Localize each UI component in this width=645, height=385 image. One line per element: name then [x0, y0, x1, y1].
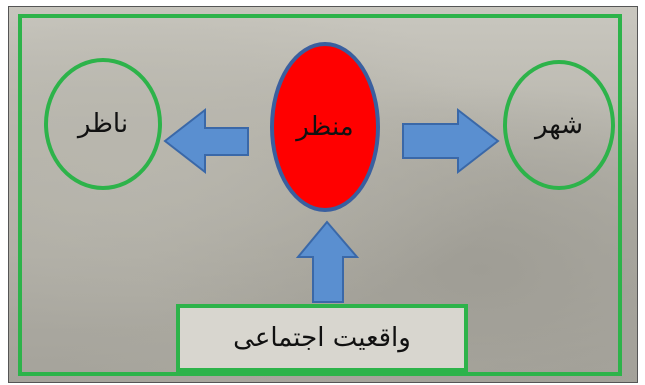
node-right: شهر [503, 60, 615, 190]
arrow-right [402, 107, 500, 175]
arrow-up [295, 220, 360, 303]
node-left-label: ناظر [77, 109, 129, 139]
node-center: منظر [270, 42, 380, 212]
outer-frame [18, 14, 622, 376]
node-left: ناظر [44, 58, 162, 190]
node-center-label: منظر [296, 112, 354, 142]
node-right-label: شهر [534, 110, 584, 140]
node-bottom-label: واقعیت اجتماعی [233, 323, 411, 353]
arrow-left [163, 107, 249, 175]
node-bottom: واقعیت اجتماعی [176, 304, 468, 372]
